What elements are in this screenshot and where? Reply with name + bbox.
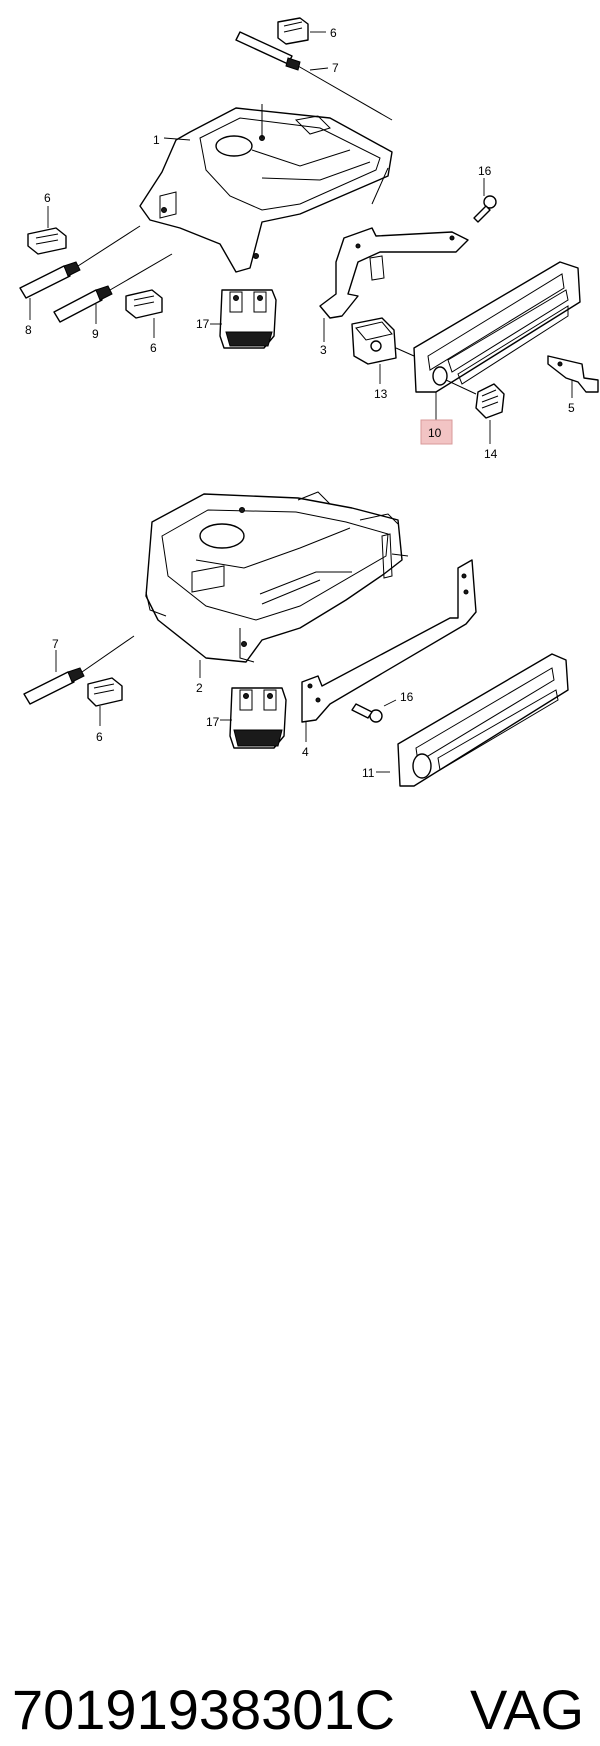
callout-6-top: 6 bbox=[330, 26, 337, 40]
callout-17-bottom: 17 bbox=[206, 715, 220, 729]
footer: 7019193830​1C VAG bbox=[0, 836, 600, 1741]
callout-6-bottom: 6 bbox=[96, 730, 103, 744]
switch-part-13 bbox=[351, 317, 415, 384]
cable-part-7-top bbox=[235, 31, 393, 121]
screw-part-16-top bbox=[473, 178, 497, 223]
callout-4: 4 bbox=[302, 745, 309, 759]
part-number: 7019193830​1C bbox=[12, 1678, 396, 1741]
clip-part-6-left bbox=[27, 206, 67, 255]
callout-5: 5 bbox=[568, 401, 575, 415]
knob-part-14 bbox=[445, 379, 505, 444]
panel-part-11 bbox=[376, 653, 569, 787]
cable-part-8 bbox=[19, 225, 141, 320]
clip-part-6-middle bbox=[125, 289, 163, 338]
callout-14: 14 bbox=[484, 447, 498, 461]
mount-part-17-top bbox=[210, 289, 277, 349]
brand-name: VAG bbox=[470, 1678, 585, 1741]
callout-16-bottom: 16 bbox=[400, 690, 414, 704]
callout-16-top: 16 bbox=[478, 164, 492, 178]
exploded-parts-diagram: 6 7 1 6 8 bbox=[19, 17, 599, 787]
callout-3: 3 bbox=[320, 343, 327, 357]
bracket-part-4 bbox=[301, 559, 477, 742]
callout-6-left: 6 bbox=[44, 191, 51, 205]
bracket-part-1 bbox=[139, 104, 393, 273]
bracket-part-3 bbox=[319, 227, 469, 342]
callout-17-top: 17 bbox=[196, 317, 210, 331]
callout-10-highlight bbox=[420, 419, 453, 445]
panel-part-10 bbox=[413, 261, 581, 420]
callout-11: 11 bbox=[362, 766, 375, 780]
callout-13: 13 bbox=[374, 387, 388, 401]
screw-part-16-bottom bbox=[351, 699, 397, 723]
callout-2: 2 bbox=[196, 681, 203, 695]
callout-7-top: 7 bbox=[332, 61, 339, 75]
callout-1: 1 bbox=[153, 133, 160, 147]
cable-part-7-bottom bbox=[23, 635, 135, 705]
mount-part-17-bottom bbox=[220, 687, 287, 749]
callout-9: 9 bbox=[92, 327, 99, 341]
callout-8: 8 bbox=[25, 323, 32, 337]
callout-10: 10 bbox=[428, 426, 442, 440]
shelf-part-2 bbox=[145, 491, 409, 678]
callout-7-bottom: 7 bbox=[52, 637, 59, 651]
clip-part-6-bottom bbox=[87, 677, 123, 726]
callout-6-middle: 6 bbox=[150, 341, 157, 355]
cable-part-9 bbox=[53, 253, 173, 324]
clip-part-6-top bbox=[277, 17, 326, 45]
bracket-part-5 bbox=[547, 355, 599, 398]
